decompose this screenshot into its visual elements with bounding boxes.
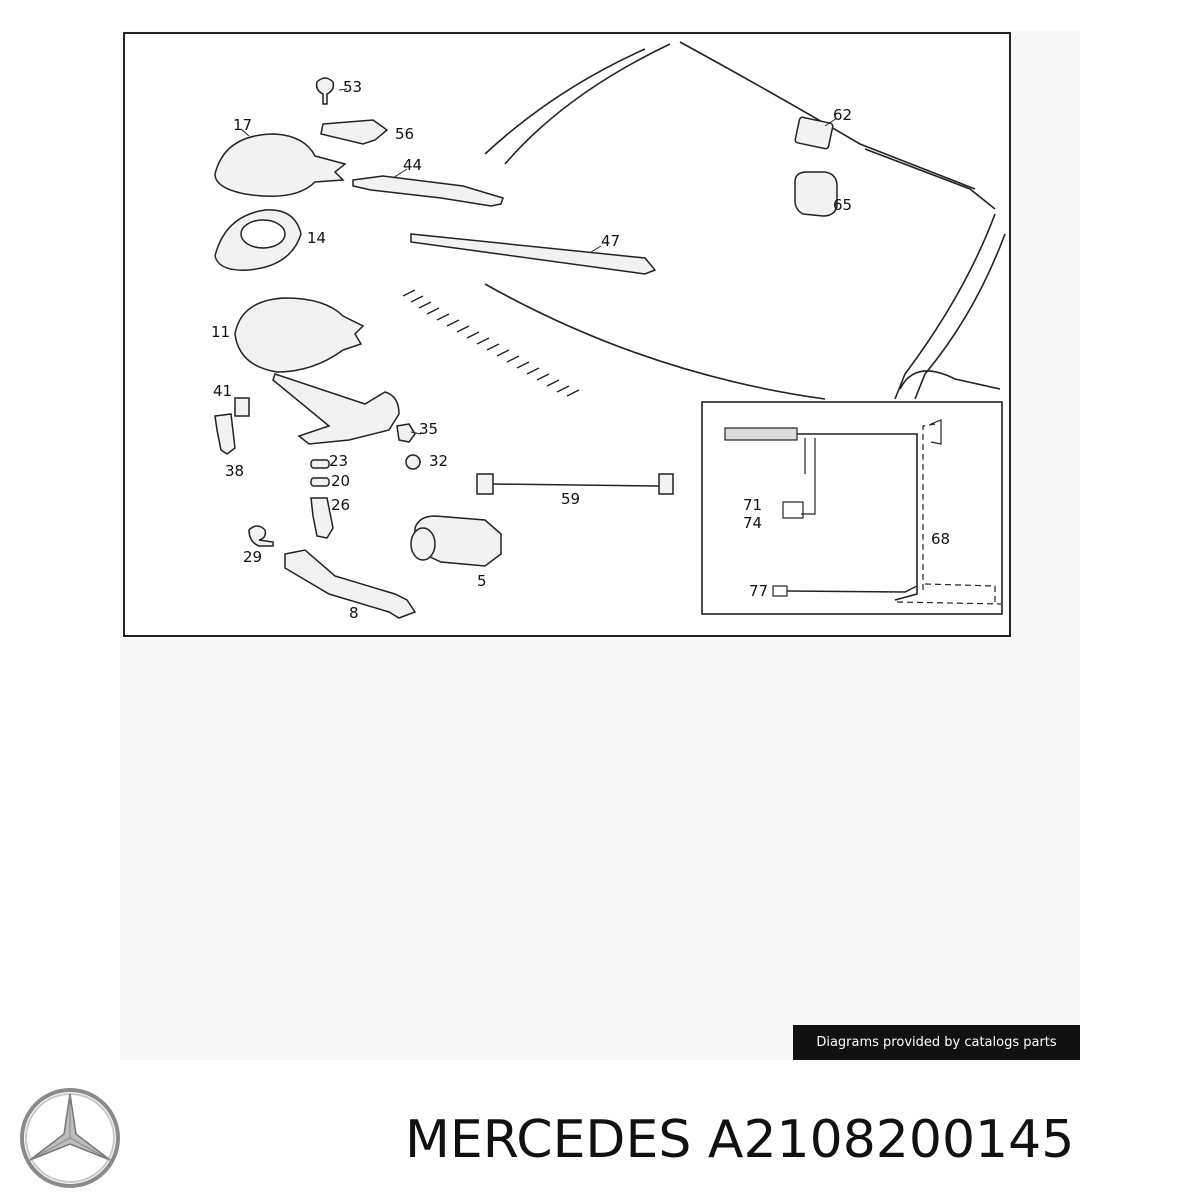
- callout-56: 56: [395, 125, 414, 143]
- callout-41: 41: [213, 382, 232, 400]
- callout-65: 65: [833, 196, 852, 214]
- callout-35: 35: [419, 420, 438, 438]
- callout-8: 8: [349, 604, 359, 622]
- part-8-crank-arm: [284, 549, 417, 619]
- part-5-wiper-motor: [414, 515, 502, 567]
- callout-62: 62: [833, 106, 852, 124]
- part-11-linkage: [272, 373, 400, 445]
- part-41-bushing: [234, 397, 250, 417]
- exploded-view-drawing: 53 56 17 44 14 47 62 65 11 41 38 35 32 23 20 26 29 8 5 59 71…: [211, 41, 1006, 622]
- callout-32: 32: [429, 452, 448, 470]
- part-65-sensor-cover: [794, 171, 838, 217]
- part-20-washer: [310, 477, 330, 487]
- callout-44: 44: [403, 156, 422, 174]
- mercedes-star-logo: [20, 1088, 120, 1188]
- part-59-connector-right: [658, 473, 674, 495]
- part-62-rain-sensor: [794, 116, 834, 150]
- product-title: MERCEDES A2108200145: [405, 1100, 1195, 1180]
- part-38-bracket: [214, 413, 236, 455]
- callout-47: 47: [601, 232, 620, 250]
- callout-77: 77: [749, 582, 768, 600]
- callout-5: 5: [477, 572, 487, 590]
- part-35-screw: [396, 423, 416, 443]
- callout-68: 68: [931, 530, 950, 548]
- part-11-wiper-housing: [234, 297, 365, 373]
- part-number: A2108200145: [707, 1110, 1075, 1170]
- callout-74: 74: [743, 514, 762, 532]
- callout-29: 29: [243, 548, 262, 566]
- callout-38: 38: [225, 462, 244, 480]
- part-56-cover-clip: [320, 119, 389, 145]
- callout-23: 23: [329, 452, 348, 470]
- part-47-wiper-blade: [410, 233, 657, 275]
- part-53-bolt: [315, 77, 335, 105]
- callout-20: 20: [331, 472, 350, 490]
- part-59-connector-left: [476, 473, 494, 495]
- part-32-nut: [405, 454, 421, 470]
- wiring-inset: [701, 401, 1003, 615]
- callout-14: 14: [307, 229, 326, 247]
- windshield-outline: [504, 43, 671, 165]
- brand-name: MERCEDES: [405, 1110, 692, 1170]
- callout-17: 17: [233, 116, 252, 134]
- callout-53: 53: [343, 78, 362, 96]
- callout-26: 26: [331, 496, 350, 514]
- credit-banner: Diagrams provided by catalogs parts: [793, 1025, 1080, 1060]
- part-23-washer: [310, 459, 330, 469]
- callout-71: 71: [743, 496, 762, 514]
- part-44-wiper-arm: [352, 175, 504, 207]
- part-17-wiper-arm-cover: [214, 133, 347, 197]
- callout-11: 11: [211, 323, 230, 341]
- callout-59: 59: [561, 490, 580, 508]
- cowl-grille-hatching: [402, 289, 580, 397]
- part-29-bolt: [248, 525, 274, 547]
- parts-diagram: 53 56 17 44 14 47 62 65 11 41 38 35 32 23 20 26 29 8 5 59 71…: [123, 32, 1011, 637]
- part-26-bracket: [310, 497, 334, 539]
